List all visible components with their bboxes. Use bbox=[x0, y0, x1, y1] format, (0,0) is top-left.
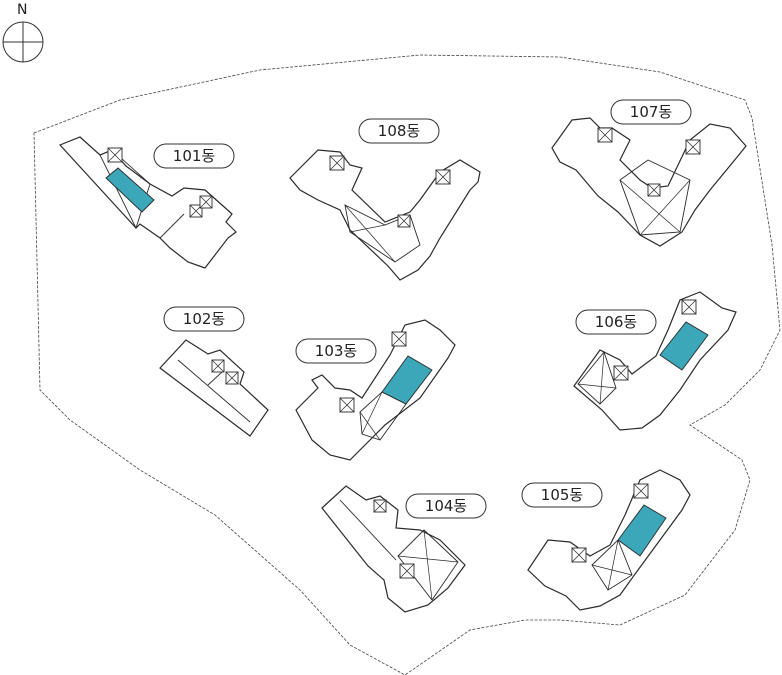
label-103[interactable]: 103동 bbox=[295, 338, 377, 364]
label-106-text: 106동 bbox=[595, 313, 638, 331]
label-101[interactable]: 101동 bbox=[153, 143, 235, 169]
label-101-text: 101동 bbox=[173, 147, 216, 165]
highlight-unit bbox=[617, 504, 667, 557]
label-103-text: 103동 bbox=[315, 342, 358, 360]
label-102[interactable]: 102동 bbox=[163, 306, 245, 332]
building-102[interactable] bbox=[159, 339, 269, 437]
building-106[interactable] bbox=[573, 291, 737, 431]
label-108-text: 108동 bbox=[378, 122, 421, 140]
site-boundary bbox=[33, 54, 781, 675]
building-101[interactable] bbox=[58, 136, 237, 269]
building-103[interactable] bbox=[295, 319, 456, 461]
compass-north-label: N bbox=[17, 2, 27, 18]
label-104[interactable]: 104동 bbox=[405, 493, 487, 519]
label-107[interactable]: 107동 bbox=[610, 99, 692, 125]
label-105-text: 105동 bbox=[541, 486, 584, 504]
building-107[interactable] bbox=[551, 117, 747, 247]
label-107-text: 107동 bbox=[630, 103, 673, 121]
label-105[interactable]: 105동 bbox=[521, 482, 603, 508]
building-104[interactable] bbox=[321, 485, 466, 613]
label-106[interactable]: 106동 bbox=[575, 309, 657, 335]
label-108[interactable]: 108동 bbox=[358, 118, 440, 144]
building-108[interactable] bbox=[289, 149, 481, 281]
compass: N bbox=[2, 2, 44, 63]
label-102-text: 102동 bbox=[183, 310, 226, 328]
highlight-unit bbox=[105, 167, 155, 213]
highlight-unit bbox=[659, 321, 709, 371]
building-105[interactable] bbox=[527, 469, 691, 611]
label-104-text: 104동 bbox=[425, 497, 468, 515]
